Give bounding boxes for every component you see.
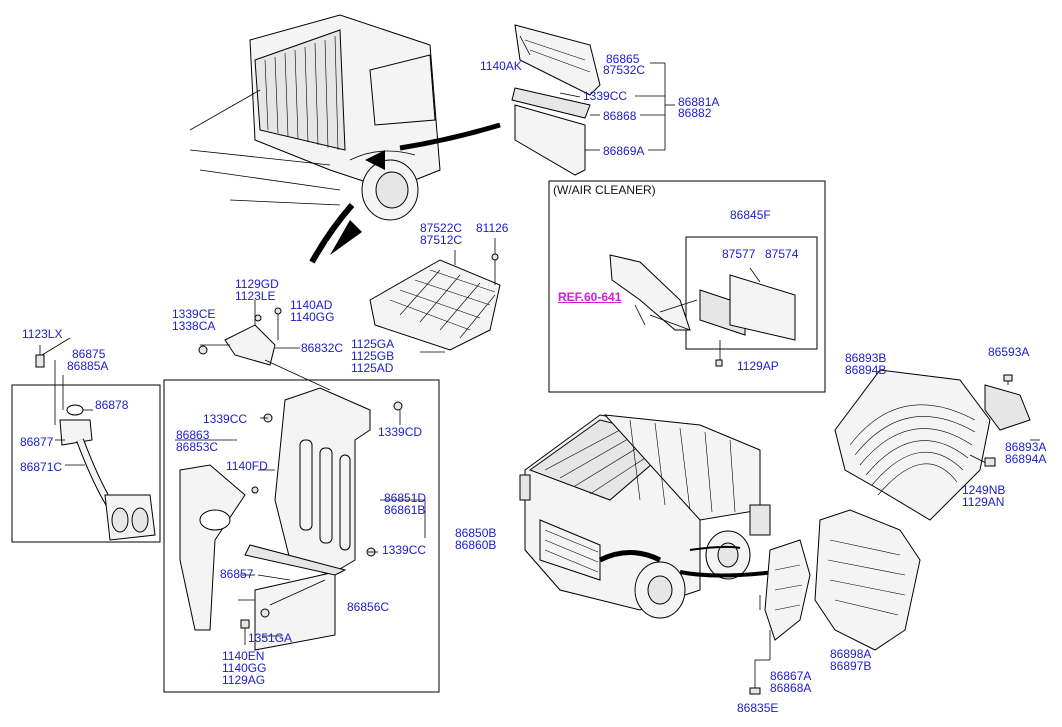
label-86832c: 86832C xyxy=(301,341,344,355)
label-86869a: 86869A xyxy=(603,144,645,158)
label-86875: 86875 xyxy=(72,347,106,361)
inset-frame xyxy=(548,180,826,393)
splash-panel xyxy=(369,238,501,353)
label-1351ga: 1351GA xyxy=(248,631,293,645)
label-86893a: 86893A xyxy=(1005,440,1047,454)
label-86865: 86865 xyxy=(606,52,640,66)
label-86856c: 86856C xyxy=(347,600,390,614)
label-86877: 86877 xyxy=(20,435,54,449)
label-1125ga: 1125GA xyxy=(351,337,395,351)
label-1129ag: 1129AG xyxy=(222,673,266,687)
label-1339cc-low: 1339CC xyxy=(382,543,427,557)
truck-top-illustration xyxy=(189,14,501,264)
label-86894b: 86894B xyxy=(845,363,887,377)
label-1339cd: 1339CD xyxy=(378,425,423,439)
label-87522c: 87522C xyxy=(420,221,463,235)
label-86857: 86857 xyxy=(220,567,254,581)
label-86871c: 86871C xyxy=(20,460,63,474)
label-86868: 86868 xyxy=(603,109,637,123)
label-86894a: 86894A xyxy=(1005,452,1047,466)
center-box-frame xyxy=(163,379,440,693)
label-86898a: 86898A xyxy=(830,647,872,661)
label-1140gg-a: 1140GG xyxy=(290,310,335,324)
left-box-frame xyxy=(11,345,161,543)
bracket-86832c xyxy=(198,300,331,391)
wheel-housing-parts xyxy=(749,369,1040,695)
label-86845f: 86845F xyxy=(730,208,771,222)
label-87532c: 87532C xyxy=(603,63,646,77)
label-81126: 81126 xyxy=(476,221,509,235)
label-1129an: 1129AN xyxy=(962,495,1005,509)
label-1125ad: 1125AD xyxy=(351,361,394,375)
leader-lines xyxy=(41,337,761,610)
label-86861b: 86861B xyxy=(384,503,426,517)
label-87577: 87577 xyxy=(722,247,756,261)
label-1339cc-top: 1339CC xyxy=(583,89,628,103)
label-86835e: 86835E xyxy=(737,701,779,715)
label-86868a: 86868A xyxy=(770,681,812,695)
label-86867a: 86867A xyxy=(770,669,812,683)
label-1249nb: 1249NB xyxy=(962,483,1006,497)
truck-front-illustration xyxy=(519,414,791,619)
ref-link-60-641[interactable]: REF.60-641 xyxy=(558,290,622,304)
label-1140ak: 1140AK xyxy=(480,59,522,73)
label-1140fd: 1140FD xyxy=(226,459,268,473)
label-1140ad: 1140AD xyxy=(290,298,333,312)
label-1129gd: 1129GD xyxy=(235,277,279,291)
label-87512c: 87512C xyxy=(420,233,463,247)
label-1125gb: 1125GB xyxy=(351,349,395,363)
label-86878: 86878 xyxy=(95,398,129,412)
label-86863: 86863 xyxy=(176,428,210,442)
label-86851d: 86851D xyxy=(384,491,427,505)
label-1339cc-mid: 1339CC xyxy=(203,412,248,426)
label-87574: 87574 xyxy=(765,247,799,261)
label-86860b: 86860B xyxy=(455,538,497,552)
inset-caption: (W/AIR CLEANER) xyxy=(553,183,656,197)
label-1123lx: 1123LX xyxy=(22,327,63,341)
label-1140en: 1140EN xyxy=(222,649,265,663)
label-86853c: 86853C xyxy=(176,440,219,454)
mudguard-top-parts xyxy=(511,24,675,176)
label-86893b: 86893B xyxy=(845,351,887,365)
label-86850b: 86850B xyxy=(455,526,497,540)
label-86882: 86882 xyxy=(678,106,712,120)
label-86593a: 86593A xyxy=(988,345,1030,359)
label-1123le: 1123LE xyxy=(235,289,276,303)
label-1140gg-b: 1140GG xyxy=(222,661,267,675)
label-86897b: 86897B xyxy=(830,659,872,673)
label-86881a: 86881A xyxy=(678,95,720,109)
label-1338ca: 1338CA xyxy=(172,319,216,333)
label-1339ce: 1339CE xyxy=(172,307,216,321)
label-1129ap: 1129AP xyxy=(737,359,779,373)
label-86885a: 86885A xyxy=(67,359,109,373)
